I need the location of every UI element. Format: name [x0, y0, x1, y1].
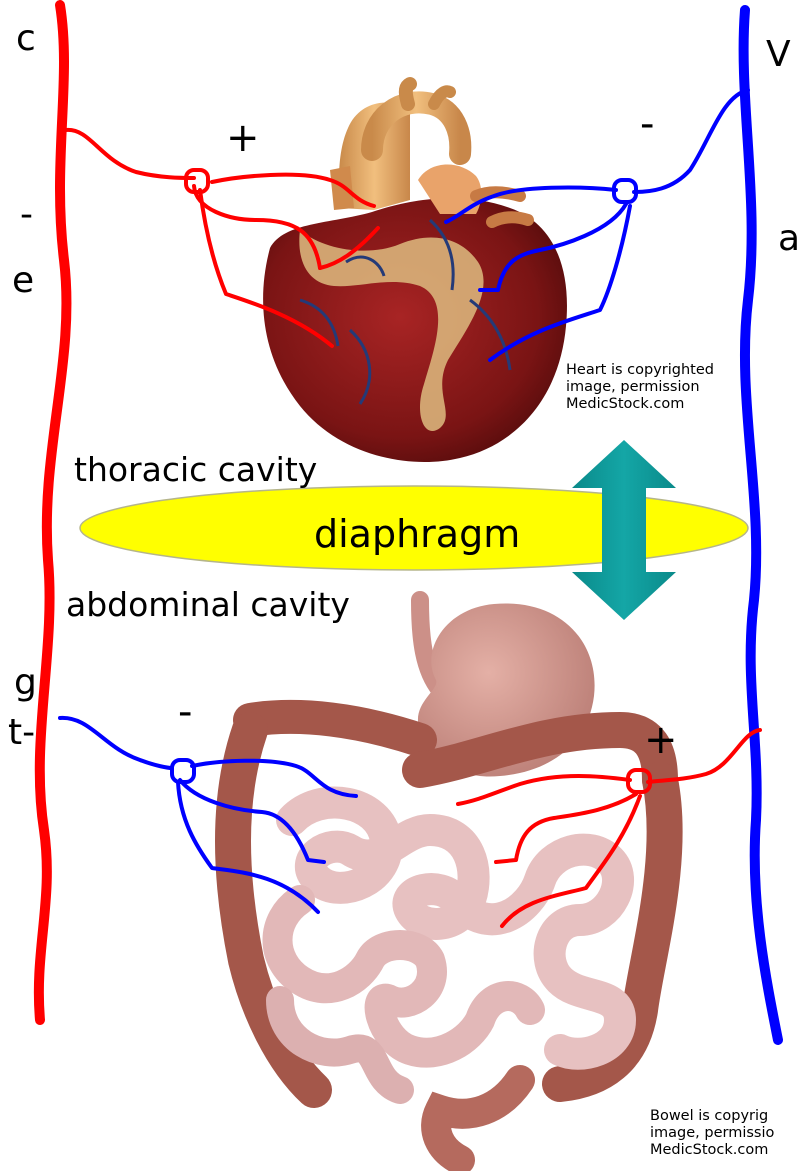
edge-text-fragment: g	[14, 662, 37, 703]
bowel-vein-sign: -	[178, 692, 192, 732]
heart-artery-clamp	[186, 170, 208, 192]
edge-text-fragment: t-	[8, 712, 35, 753]
diaphragm-label: diaphragm	[314, 512, 520, 556]
credit-line: Heart is copyrighted	[566, 362, 714, 379]
bowel-copyright-note: Bowel is copyrig image, permissio MedicS…	[650, 1108, 774, 1159]
heart-artery-sign: +	[226, 118, 260, 158]
credit-line: image, permission	[566, 379, 714, 396]
credit-line: MedicStock.com	[650, 1142, 774, 1159]
heart-copyright-note: Heart is copyrighted image, permission M…	[566, 362, 714, 413]
edge-text-fragment: e	[12, 260, 34, 301]
edge-text-fragment: -	[20, 194, 33, 235]
bowel-vein-clamp	[172, 760, 194, 782]
edge-text-fragment: a	[778, 218, 800, 259]
stomach-and-intestines-illustration	[233, 600, 665, 1160]
credit-line: Bowel is copyrig	[650, 1108, 774, 1125]
edge-text-fragment: c	[16, 18, 36, 59]
bowel-artery-sign: +	[644, 720, 678, 760]
right-vein-trunk	[744, 10, 778, 1040]
left-artery-trunk	[39, 5, 67, 1020]
credit-line: MedicStock.com	[566, 396, 714, 413]
edge-text-fragment: V	[766, 34, 791, 75]
credit-line: image, permissio	[650, 1125, 774, 1142]
heart-illustration	[263, 84, 567, 462]
thoracic-cavity-label: thoracic cavity	[74, 450, 317, 489]
abdominal-cavity-label: abdominal cavity	[66, 585, 350, 624]
heart-vein-sign: -	[640, 104, 654, 144]
